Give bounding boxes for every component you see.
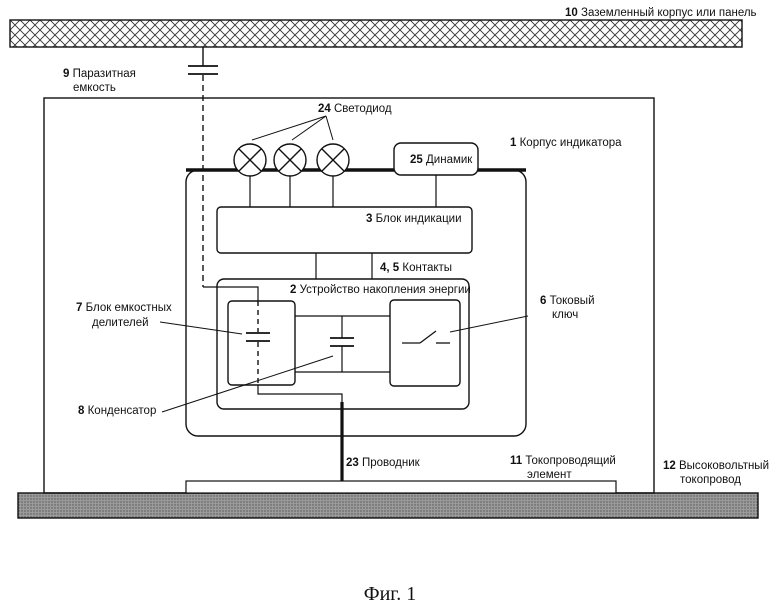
label-1: 1 Корпус индикатора [510, 137, 622, 149]
label-12: 12 Высоковольтный [663, 460, 769, 472]
label-24: 24 Светодиод [318, 103, 392, 115]
led-group [234, 144, 349, 176]
label-6: 6 Токовый [540, 295, 595, 307]
label-7-line2: делителей [92, 317, 149, 329]
label-4-5: 4, 5 Контакты [380, 262, 452, 274]
label-12-line2: токопровод [680, 474, 741, 486]
label-23: 23 Проводник [346, 457, 421, 469]
figure-caption: Фиг. 1 [364, 583, 416, 605]
capacitor [330, 316, 354, 372]
label-11-line2: элемент [527, 469, 572, 481]
high-voltage-bar [18, 493, 758, 518]
parasitic-capacitance [188, 47, 218, 287]
label-3: 3 Блок индикации [366, 213, 462, 225]
label-6-line2: ключ [552, 309, 578, 321]
label-2: 2 Устройство накопления энергии [290, 284, 471, 296]
capacitive-divider-block [228, 301, 295, 385]
label-9-line2: емкость [73, 82, 116, 94]
label-8: 8 Конденсатор [78, 405, 156, 417]
grounded-panel [10, 20, 742, 47]
conductive-element [186, 481, 616, 493]
label-10: 10 Заземленный корпус или панель [565, 7, 757, 19]
label-11: 11 Токопроводящий [510, 455, 616, 467]
label-25: 25 Динамик [410, 154, 473, 166]
label-7: 7 Блок емкостных [76, 302, 172, 314]
label-9: 9 Паразитная [63, 68, 136, 80]
